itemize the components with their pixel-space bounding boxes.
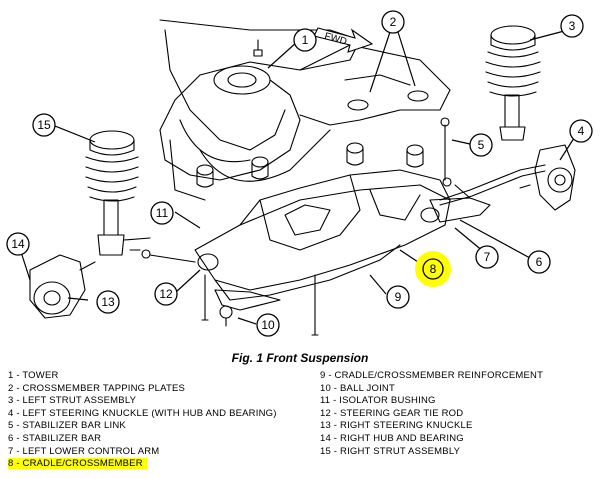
callout-3: 3 [560,14,584,38]
legend-item: 3 - LEFT STRUT ASSEMBLY [8,395,137,407]
callout-4: 4 [569,119,593,143]
callout-6: 6 [527,250,551,274]
legend-item: 14 - RIGHT HUB AND BEARING [320,432,464,444]
right-strut [85,130,151,256]
callout-label: 7 [484,250,491,264]
legend-item: 10 - BALL JOINT [320,382,395,394]
callout-label: 1 [302,33,309,47]
callout-label: 10 [261,318,275,332]
legend-item: 9 - CRADLE/CROSSMEMBER REINFORCEMENT [320,370,544,381]
callout-13: 13 [96,290,120,314]
legend-item: 6 - STABILIZER BAR [8,432,102,444]
leader-lines [21,29,577,325]
callout-label: 13 [101,295,115,309]
callout-10: 10 [256,313,280,337]
figure-caption: Fig. 1 Front Suspension [231,351,369,365]
callout-label: 4 [578,124,585,138]
callout-label: 8 [430,262,437,276]
tapping-plates [299,44,451,126]
callout-label: 9 [395,290,402,304]
callout-12: 12 [154,282,178,306]
callout-label: 11 [156,206,169,220]
callout-label: 3 [569,19,576,33]
legend-left-column: 1 - TOWER 2 - CROSSMEMBER TAPPING PLATES… [8,370,277,471]
cradle-crossmember [194,142,451,301]
right-lower-control-arm [214,289,281,327]
bolts [129,39,319,336]
legend-item: 7 - LEFT LOWER CONTROL ARM [8,445,160,457]
legend-item: 1 - TOWER [8,370,59,381]
right-knuckle-hub [29,254,96,319]
legend-item: 11 - ISOLATOR BUSHING [320,395,436,407]
callout-15: 15 [32,113,56,137]
callout-label: 12 [159,287,173,301]
fwd-label: FWD [323,31,348,48]
callout-label: 15 [37,118,51,132]
callout-5: 5 [469,133,493,157]
callout-9: 9 [386,285,410,309]
left-knuckle [519,144,576,211]
callout-8: 8 [415,251,451,287]
legend-item: 15 - RIGHT STRUT ASSEMBLY [320,445,461,457]
left-strut [485,25,541,141]
callout-label: 14 [11,237,25,251]
legend-item: 2 - CROSSMEMBER TAPPING PLATES [8,382,186,394]
left-lower-control-arm [429,184,491,223]
callout-1: 1 [293,28,317,52]
legend-item: 5 - STABILIZER BAR LINK [8,420,126,432]
callout-7: 7 [475,245,499,269]
callout-label: 6 [536,255,543,269]
tie-rod [141,249,196,263]
callout-label: 5 [478,138,485,152]
callout-label: 2 [390,15,397,29]
legend-item-highlighted: 8 - CRADLE/CROSSMEMBER [8,458,147,470]
callout-11: 11 [150,201,174,225]
legend-item: 13 - RIGHT STEERING KNUCKLE [320,420,473,432]
tower-structure [159,19,361,201]
legend-right-column: 9 - CRADLE/CROSSMEMBER REINFORCEMENT 10 … [320,370,543,458]
callout-2: 2 [381,10,405,34]
callout-14: 14 [6,232,30,256]
stabilizer-bar [439,117,546,206]
legend-item: 4 - LEFT STEERING KNUCKLE (WITH HUB AND … [8,407,277,419]
legend-item: 12 - STEERING GEAR TIE ROD [320,407,464,419]
